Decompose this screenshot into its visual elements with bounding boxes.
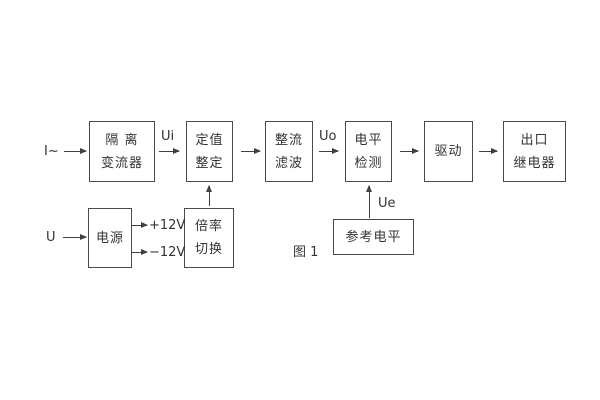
arrow-setting-to-rectify — [241, 148, 261, 154]
label-minus-12v: −12V — [149, 245, 186, 260]
block-output-line1: 出口 — [520, 132, 549, 148]
block-output-relay: 出口 继电器 — [503, 121, 566, 182]
arrow-power-plus12v — [132, 222, 148, 228]
arrow-drive-to-output — [479, 148, 498, 154]
arrow-level-to-drive — [400, 148, 419, 154]
arrow-isolation-to-setting — [159, 148, 180, 154]
block-setting-line1: 定值 — [195, 132, 224, 148]
block-output-line2: 继电器 — [513, 155, 556, 171]
label-input-voltage: U — [46, 230, 56, 245]
block-drive-line1: 驱动 — [434, 144, 463, 159]
arrow-input-to-isolation — [64, 148, 87, 154]
block-power-supply: 电源 — [88, 208, 132, 268]
block-rectify-line2: 滤波 — [274, 155, 303, 171]
label-ue: Ue — [378, 196, 396, 211]
block-rectify-line1: 整流 — [274, 132, 303, 148]
label-ui: Ui — [161, 129, 175, 144]
arrow-ratio-to-setting — [206, 185, 212, 206]
block-level-detect: 电平 检测 — [345, 121, 392, 182]
block-level-line1: 电平 — [354, 132, 383, 148]
arrow-power-minus12v — [132, 249, 148, 255]
block-ratio-line2: 切换 — [194, 242, 223, 257]
block-isolation-line2: 变流器 — [100, 155, 143, 171]
block-isolation-transformer: 隔 离 变流器 — [89, 121, 155, 182]
label-uo: Uo — [319, 129, 337, 144]
figure-caption: 图 1 — [293, 245, 319, 260]
block-ratio-switch: 倍率 切换 — [184, 208, 234, 268]
block-power-line1: 电源 — [95, 230, 124, 246]
block-rectify-filter: 整流 滤波 — [265, 121, 313, 182]
block-reference-level: 参考电平 — [333, 219, 414, 255]
block-ratio-line1: 倍率 — [194, 219, 223, 234]
block-isolation-line1: 隔 离 — [105, 132, 139, 148]
block-level-line2: 检测 — [354, 155, 383, 171]
block-reference-line1: 参考电平 — [345, 229, 402, 245]
arrow-rectify-to-level — [319, 148, 339, 154]
label-plus-12v: +12V — [149, 218, 186, 233]
label-input-current: I~ — [44, 144, 59, 159]
block-drive: 驱动 — [424, 121, 473, 182]
arrow-reference-to-level — [366, 185, 372, 218]
block-setting-line2: 整定 — [195, 155, 224, 171]
arrow-voltage-to-power — [63, 234, 87, 240]
block-setting-adjust: 定值 整定 — [186, 121, 233, 182]
